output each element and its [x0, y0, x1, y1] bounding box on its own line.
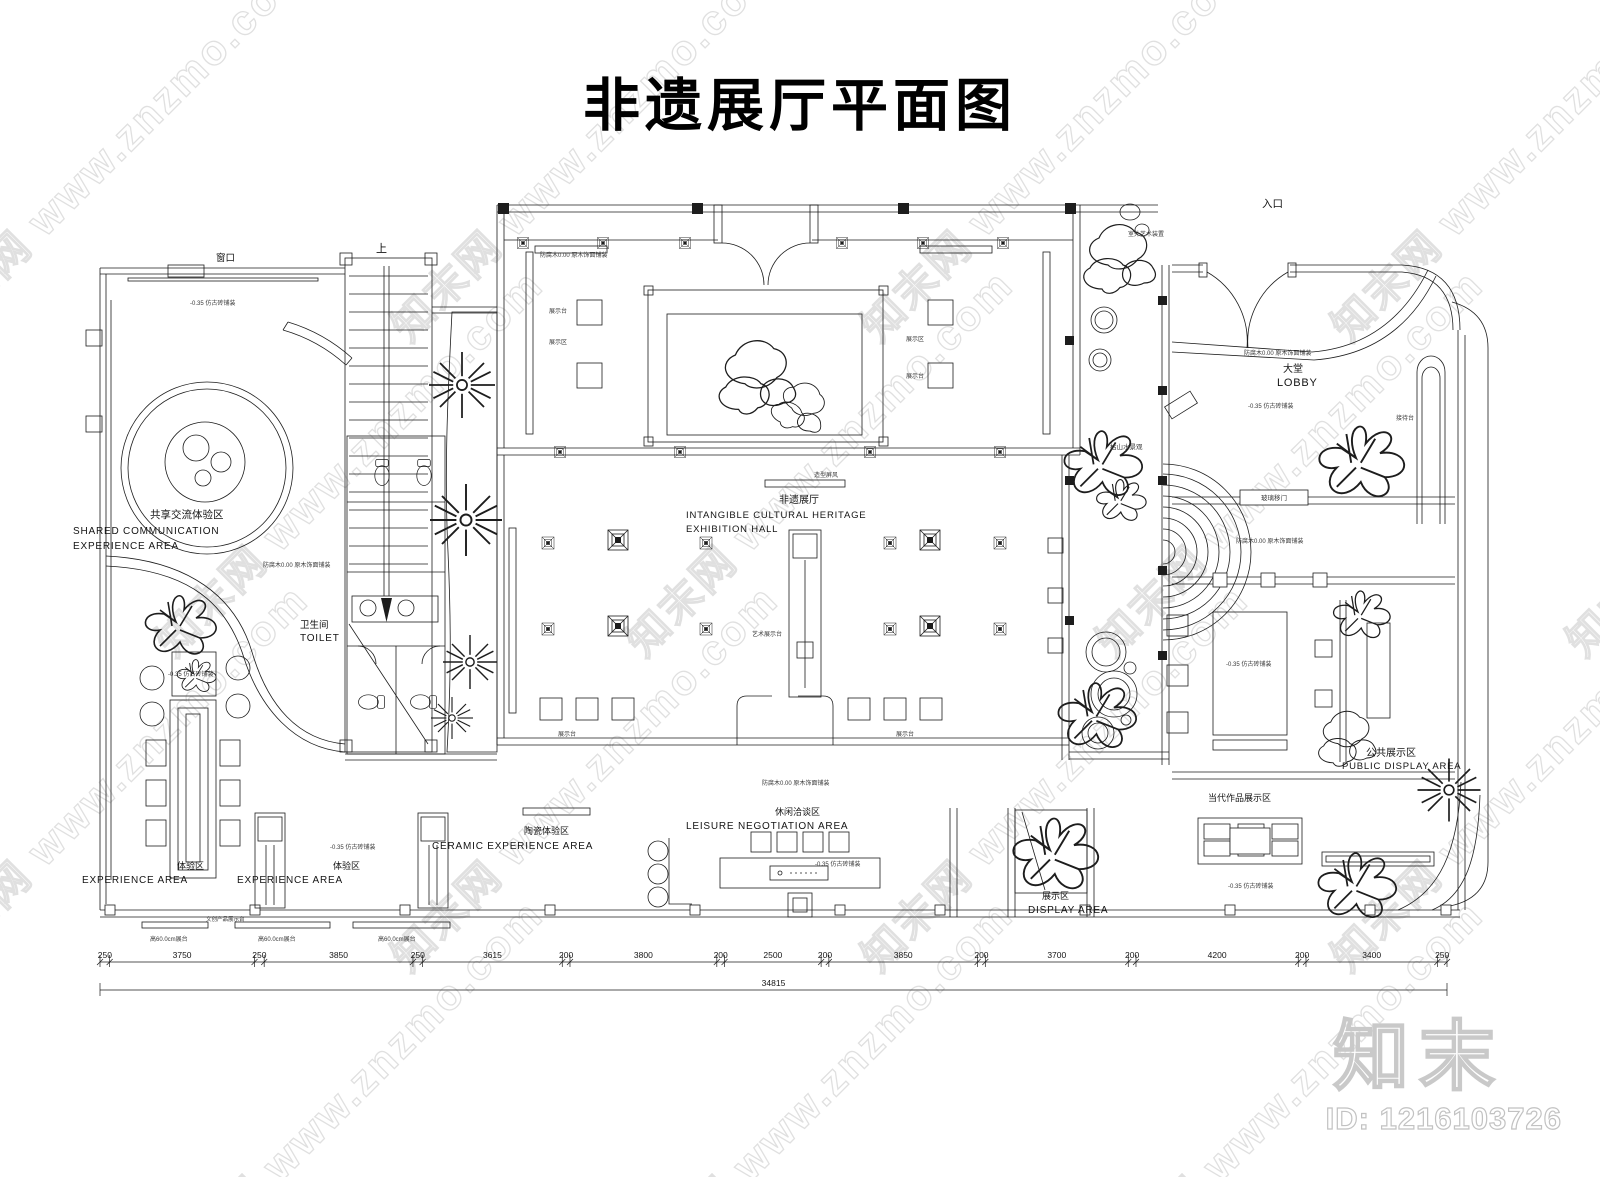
- note-decking-5: 防腐木0.00 原木饰面铺装: [1244, 349, 1311, 357]
- note-paving-7: -0.35 仿古砖铺装: [1228, 882, 1273, 890]
- svg-text:3850: 3850: [329, 950, 348, 960]
- public-display-room: [1166, 572, 1455, 780]
- label-product-stand: 文创产品展示台: [206, 915, 245, 923]
- label-toilet-en: TOILET: [300, 633, 340, 644]
- note-sill-1: 高60.0cm展台: [150, 935, 188, 943]
- svg-text:200: 200: [974, 950, 988, 960]
- page-title: 非遗展厅平面图: [583, 74, 1017, 138]
- note-paving-5: -0.35 仿古砖铺装: [330, 843, 375, 851]
- label-lobby-en: LOBBY: [1277, 377, 1318, 389]
- note-sill-2: 高60.0cm展台: [258, 935, 296, 943]
- label-reception: 接待台: [1396, 414, 1414, 422]
- label-outdoor-art: 室外艺术装置: [1128, 230, 1164, 238]
- label-zone-1: 展示区: [549, 339, 567, 346]
- svg-text:3800: 3800: [634, 950, 653, 960]
- shared-communication-area: [105, 321, 353, 879]
- note-decking-1: 防腐木0.00 原木饰面铺装: [540, 251, 607, 259]
- svg-text:200: 200: [714, 950, 728, 960]
- label-stand-4: 展示台: [896, 730, 914, 738]
- svg-text:200: 200: [818, 950, 832, 960]
- label-hall-en2: EXHIBITION HALL: [686, 524, 778, 535]
- svg-text:200: 200: [1295, 950, 1309, 960]
- note-paving-1: -0.35 仿古砖铺装: [190, 299, 235, 307]
- bottom-exhibition-band: [254, 807, 1435, 918]
- label-experience2-zh: 体验区: [333, 860, 360, 871]
- label-shared-en2: EXPERIENCE AREA: [73, 541, 179, 552]
- label-toilet-zh: 卫生间: [300, 619, 329, 631]
- main-exhibition-hall: [496, 455, 1070, 760]
- svg-text:34815: 34815: [762, 978, 786, 988]
- label-public-en: PUBLIC DISPLAY AREA: [1342, 761, 1461, 772]
- label-sliding-door: 玻璃移门: [1261, 493, 1287, 502]
- label-stairs-up: 上: [376, 242, 387, 255]
- label-display-zh: 展示区: [1042, 891, 1069, 901]
- label-zone-2: 展示区: [906, 336, 924, 343]
- image-id: ID: 1216103726: [1325, 1100, 1562, 1136]
- label-shared-en1: SHARED COMMUNICATION: [73, 526, 219, 537]
- note-decking-4: 防腐木0.00 原木饰面铺装: [762, 779, 829, 787]
- note-decking-3: 防腐木0.00 原木饰面铺装: [1236, 537, 1303, 545]
- lobby: [1164, 262, 1455, 524]
- label-public-zh: 公共展示区: [1366, 747, 1416, 759]
- label-screen: 造型屏风: [814, 471, 838, 479]
- note-sill-3: 高60.0cm展台: [378, 935, 416, 943]
- toilet-block: [345, 435, 497, 761]
- svg-text:3400: 3400: [1362, 950, 1381, 960]
- label-display-en: DISPLAY AREA: [1028, 905, 1108, 916]
- label-lobby-zh: 大堂: [1283, 362, 1303, 375]
- svg-text:250: 250: [98, 950, 112, 960]
- zen-garden-strip: [1057, 203, 1252, 765]
- label-experience1-zh: 体验区: [177, 860, 204, 871]
- svg-text:200: 200: [1125, 950, 1139, 960]
- note-paving-4: -0.35 仿古砖铺装: [1226, 660, 1271, 668]
- label-entrance: 入口: [1262, 198, 1283, 210]
- label-ceramic-en: CERAMIC EXPERIENCE AREA: [432, 841, 593, 852]
- label-leisure-zh: 休闲洽谈区: [775, 806, 820, 817]
- label-ceramic-zh: 陶瓷体验区: [524, 825, 569, 836]
- outer-walls: [85, 264, 1489, 929]
- note-paving-6: -0.35 仿古砖铺装: [815, 860, 860, 868]
- svg-text:3700: 3700: [1047, 950, 1066, 960]
- upper-exhibition-hall: [496, 203, 1081, 458]
- staircase: [339, 252, 438, 753]
- label-leisure-en: LEISURE NEGOTIATION AREA: [686, 821, 848, 832]
- label-contemporary: 当代作品展示区: [1208, 792, 1271, 803]
- label-window: 窗口: [216, 252, 235, 264]
- landscape-path: [428, 306, 503, 753]
- svg-text:3850: 3850: [894, 950, 913, 960]
- label-stand-3: 展示台: [558, 730, 576, 738]
- label-dry-landscape: 枯山水景观: [1110, 442, 1143, 451]
- svg-text:250: 250: [252, 950, 266, 960]
- plan-labels: 窗口 上 入口 共享交流体验区 SHARED COMMUNICATION EXP…: [73, 198, 1461, 943]
- svg-text:200: 200: [559, 950, 573, 960]
- label-hall-zh: 非遗展厅: [779, 493, 819, 506]
- note-paving-2: -0.35 仿古砖铺装: [168, 670, 213, 678]
- label-stand-1: 展示台: [549, 307, 567, 315]
- svg-text:3750: 3750: [173, 950, 192, 960]
- svg-text:3615: 3615: [483, 950, 502, 960]
- note-paving-3: -0.35 仿古砖铺装: [1248, 402, 1293, 410]
- svg-text:4200: 4200: [1208, 950, 1227, 960]
- dimension-chain: 250 3750 250 3850 250 3615 200 3800 200 2500 200 38…: [96, 950, 1451, 996]
- label-shared-zh: 共享交流体验区: [150, 508, 224, 521]
- label-hall-en1: INTANGIBLE CULTURAL HERITAGE: [686, 510, 866, 521]
- label-art-stand: 艺术展示台: [752, 630, 782, 638]
- label-experience2-en: EXPERIENCE AREA: [237, 875, 343, 886]
- label-stand-2: 展示台: [906, 372, 924, 380]
- znzmo-logo: 知末: [1332, 1014, 1505, 1101]
- svg-text:2500: 2500: [763, 950, 782, 960]
- note-decking-2: 防腐木0.00 原木饰面铺装: [263, 561, 330, 569]
- svg-text:250: 250: [411, 950, 425, 960]
- svg-text:250: 250: [1435, 950, 1449, 960]
- label-experience1-en: EXPERIENCE AREA: [82, 875, 188, 886]
